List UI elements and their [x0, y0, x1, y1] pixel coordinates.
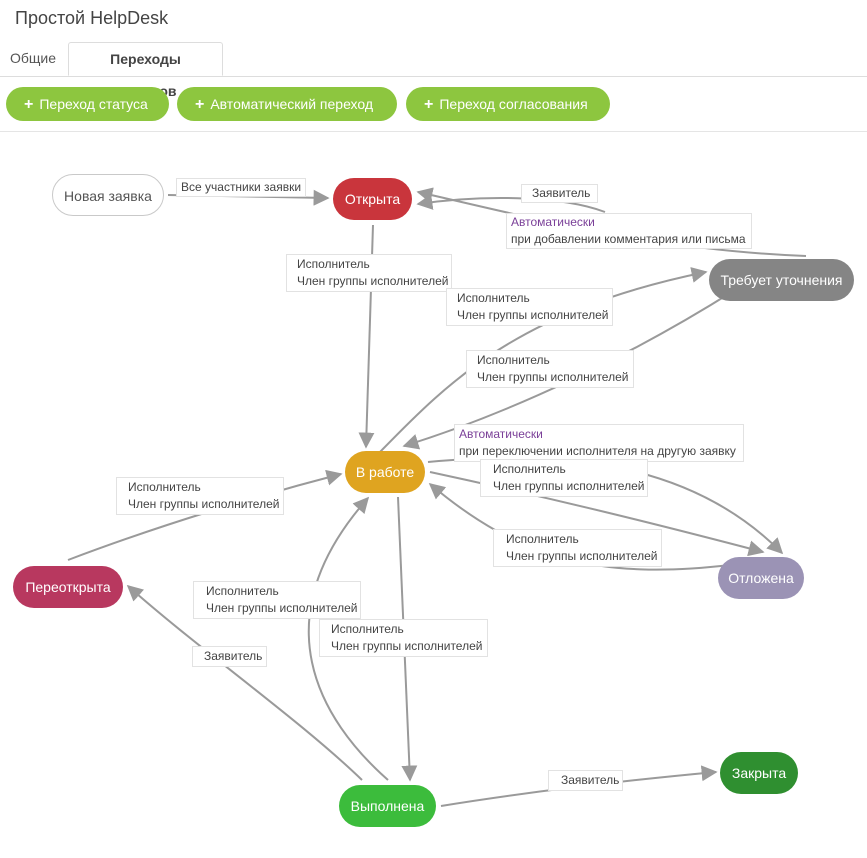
label-executor: Исполнитель: [477, 353, 550, 367]
label-executor-postponed-inwork[interactable]: Исполнитель Член группы исполнителей: [493, 529, 662, 567]
add-status-transition-label: Переход статуса: [39, 96, 148, 112]
label-executor-group: Член группы исполнителей: [297, 274, 449, 288]
label-executor: Исполнитель: [493, 462, 566, 476]
edge-inwork-to-clarify[interactable]: [379, 267, 708, 453]
label-auto: Автоматически: [459, 427, 543, 441]
label-executor-group: Член группы исполнителей: [477, 370, 629, 384]
label-executor-group: Член группы исполнителей: [128, 497, 280, 511]
status-closed[interactable]: Закрыта: [720, 752, 798, 794]
label-all-participants[interactable]: Все участники заявки: [176, 178, 307, 197]
label-auto-switch[interactable]: Автоматически при переключении исполните…: [454, 424, 744, 462]
label-executor: Исполнитель: [128, 480, 201, 494]
status-in-work[interactable]: В работе: [345, 451, 425, 493]
label-text: Заявитель: [532, 186, 591, 200]
label-executor-group: Член группы исполнителей: [331, 639, 483, 653]
label-text: Заявитель: [561, 773, 620, 787]
label-requester-clarify-open[interactable]: Заявитель: [521, 184, 598, 203]
add-auto-transition-label: Автоматический переход: [210, 96, 374, 112]
label-executor-clarify-inwork[interactable]: Исполнитель Член группы исполнителей: [466, 350, 634, 388]
status-reopened[interactable]: Переоткрыта: [13, 566, 123, 608]
status-open[interactable]: Открыта: [333, 178, 412, 220]
label-executor-inwork-done[interactable]: Исполнитель Член группы исполнителей: [319, 619, 488, 657]
label-executor: Исполнитель: [331, 622, 404, 636]
tab-general[interactable]: Общие: [10, 50, 57, 66]
label-requester-done-closed[interactable]: Заявитель: [548, 770, 623, 791]
label-executor-group: Член группы исполнителей: [506, 549, 658, 563]
edge-done-to-reopened[interactable]: [126, 584, 363, 781]
label-text: Все участники заявки: [181, 180, 302, 194]
label-executor-inwork-clarify[interactable]: Исполнитель Член группы исполнителей: [446, 288, 613, 326]
status-postponed[interactable]: Отложена: [718, 557, 804, 599]
label-text: при переключении исполнителя на другую з…: [459, 444, 736, 458]
label-executor-open-inwork[interactable]: Исполнитель Член группы исполнителей: [286, 254, 452, 292]
add-approval-transition-label: Переход согласования: [439, 96, 588, 112]
label-text: Заявитель: [204, 649, 263, 663]
label-executor: Исполнитель: [206, 584, 279, 598]
add-status-transition-button[interactable]: + Переход статуса: [6, 87, 169, 121]
label-executor: Исполнитель: [506, 532, 579, 546]
status-clarify[interactable]: Требует уточнения: [709, 259, 854, 301]
label-executor-inwork-postponed[interactable]: Исполнитель Член группы исполнителей: [480, 459, 648, 497]
page-title: Простой HelpDesk: [15, 8, 169, 28]
label-executor-group: Член группы исполнителей: [206, 601, 358, 615]
label-executor-group: Член группы исполнителей: [493, 479, 645, 493]
label-auto: Автоматически: [511, 215, 595, 229]
label-executor: Исполнитель: [297, 257, 370, 271]
toolbar: + Переход статуса + Автоматический переход…: [0, 76, 867, 132]
add-approval-transition-button[interactable]: + Переход согласования: [406, 87, 610, 121]
label-executor: Исполнитель: [457, 291, 530, 305]
edge-clarify-to-open-requester[interactable]: [416, 194, 606, 213]
label-executor-reopened-inwork[interactable]: Исполнитель Член группы исполнителей: [116, 477, 284, 515]
edge-done-to-inwork[interactable]: [307, 496, 389, 781]
label-executor-group: Член группы исполнителей: [457, 308, 609, 322]
status-new[interactable]: Новая заявка: [52, 174, 164, 216]
label-executor-done-inwork[interactable]: Исполнитель Член группы исполнителей: [193, 581, 361, 619]
plus-icon: +: [195, 96, 205, 113]
edge-inwork-to-postponed[interactable]: [429, 471, 765, 557]
label-auto-comment[interactable]: Автоматически при добавлении комментария…: [506, 213, 752, 249]
label-text: при добавлении комментария или письма: [511, 232, 746, 246]
plus-icon: +: [24, 96, 34, 113]
status-done[interactable]: Выполнена: [339, 785, 436, 827]
label-requester-done-reopened[interactable]: Заявитель: [192, 646, 267, 667]
add-auto-transition-button[interactable]: + Автоматический переход: [177, 87, 397, 121]
plus-icon: +: [424, 96, 434, 113]
